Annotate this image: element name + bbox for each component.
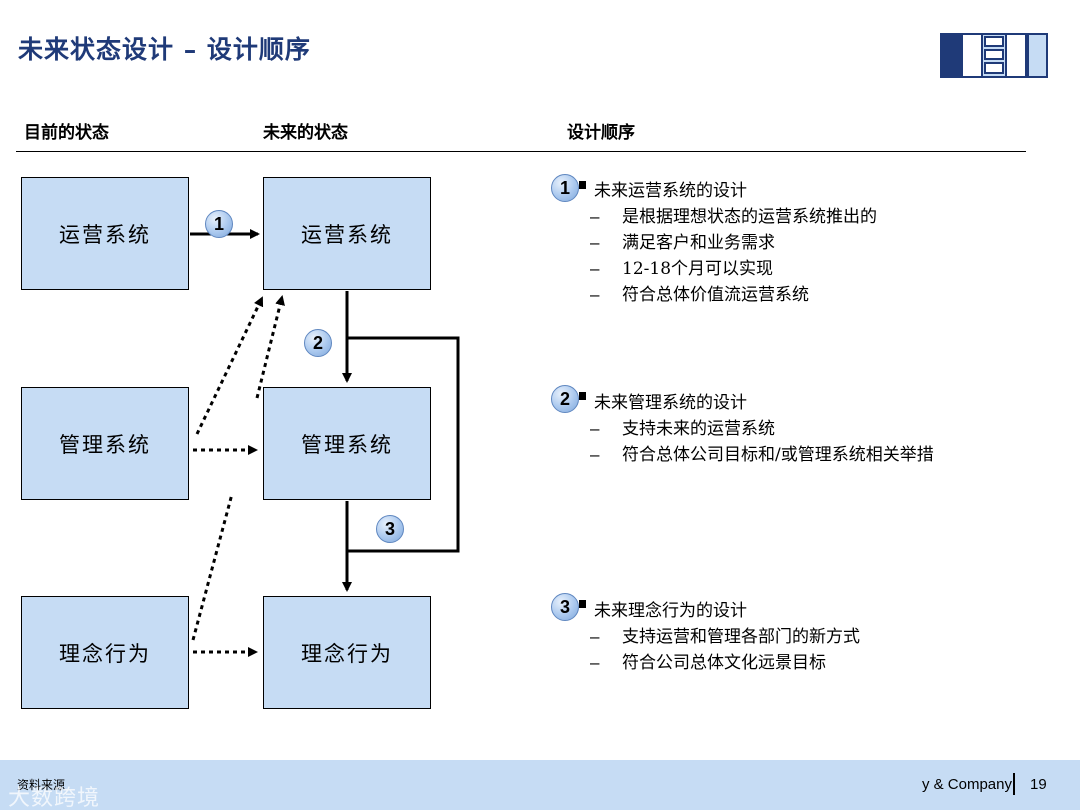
footer-separator [1013,773,1015,795]
future-box-mindset: 理念行为 [263,596,431,709]
bullet-text: 符合总体公司目标和/或管理系统相关举措 [622,445,934,465]
bullet-item: – 支持运营和管理各部门的新方式 [590,624,1014,650]
section-badge-1: 1 [551,174,579,202]
section-operations: 未来运营系统的设计 – 是根据理想状态的运营系统推出的 – 满足客户和业务需求 – 1… [590,178,1014,308]
footer-bar: 资料来源 大数跨境 y & Company 19 [0,760,1080,810]
column-header-future: 未来的状态 [263,123,348,143]
company-logo-icon [940,33,1048,78]
bullet-dash: – [590,445,600,464]
section-title: 未来管理系统的设计 [594,393,747,413]
bullet-item: – 符合公司总体文化远景目标 [590,650,1014,676]
bullet-dash: – [590,653,600,672]
bullet-dash: – [590,285,600,304]
bullet-item: – 12-18个月可以实现 [590,256,1014,282]
section-mindset: 未来理念行为的设计 – 支持运营和管理各部门的新方式 – 符合公司总体文化远景目标 [590,598,1014,676]
section-badge-3: 3 [551,593,579,621]
flow-badge-2: 2 [304,329,332,357]
bullet-item: – 是根据理想状态的运营系统推出的 [590,204,1014,230]
section-title: 未来理念行为的设计 [594,601,747,621]
company-name: y & Company [921,776,1012,793]
bullet-list: – 支持未来的运营系统 – 符合总体公司目标和/或管理系统相关举措 [590,416,1014,468]
future-box-operations: 运营系统 [263,177,431,290]
dotted-diagonal-mgmt-to-ops [195,296,264,435]
flow-badge-3: 3 [376,515,404,543]
bullet-text: 满足客户和业务需求 [622,233,775,253]
bullet-text: 是根据理想状态的运营系统推出的 [622,207,877,227]
header-divider [16,151,1026,152]
source-label: 资料来源 [17,778,66,792]
page-title: 未来状态设计 – 设计顺序 [18,35,311,64]
bullet-dash: – [590,233,600,252]
section-management: 未来管理系统的设计 – 支持未来的运营系统 – 符合总体公司目标和/或管理系统相关举… [590,390,1014,468]
section-badge-2: 2 [551,385,579,413]
bullet-dash: – [590,419,600,438]
current-box-mindset: 理念行为 [21,596,189,709]
section-marker-1 [579,181,586,189]
bullet-item: – 符合总体价值流运营系统 [590,282,1014,308]
bullet-list: – 支持运营和管理各部门的新方式 – 符合公司总体文化远景目标 [590,624,1014,676]
bullet-item: – 符合总体公司目标和/或管理系统相关举措 [590,442,994,468]
bullet-text: 符合总体价值流运营系统 [622,285,809,305]
flow-badge-1: 1 [205,210,233,238]
current-box-management: 管理系统 [21,387,189,500]
bullet-dash: – [590,207,600,226]
section-marker-3 [579,600,586,608]
bullet-dash: – [590,627,600,646]
bullet-text: 支持未来的运营系统 [622,419,775,439]
current-box-operations: 运营系统 [21,177,189,290]
page-number: 19 [1030,776,1047,793]
bullet-item: – 满足客户和业务需求 [590,230,1014,256]
bullet-text: 12-18个月可以实现 [622,259,774,279]
section-title: 未来运营系统的设计 [594,181,747,201]
dotted-diagonal-below-to-ops [255,295,285,399]
bullet-item: – 支持未来的运营系统 [590,416,1014,442]
section-marker-2 [579,392,586,400]
column-header-current: 目前的状态 [24,123,109,143]
bullet-dash: – [590,259,600,278]
future-box-management: 管理系统 [263,387,431,500]
bullet-list: – 是根据理想状态的运营系统推出的 – 满足客户和业务需求 – 12-18个月可以实现… [590,204,1014,308]
column-header-sequence: 设计顺序 [567,123,635,143]
bullet-text: 支持运营和管理各部门的新方式 [622,627,860,647]
watermark: 大数跨境 [8,785,101,810]
bullet-text: 符合公司总体文化远景目标 [622,653,826,673]
dotted-diagonal-mindset-up [191,493,234,641]
